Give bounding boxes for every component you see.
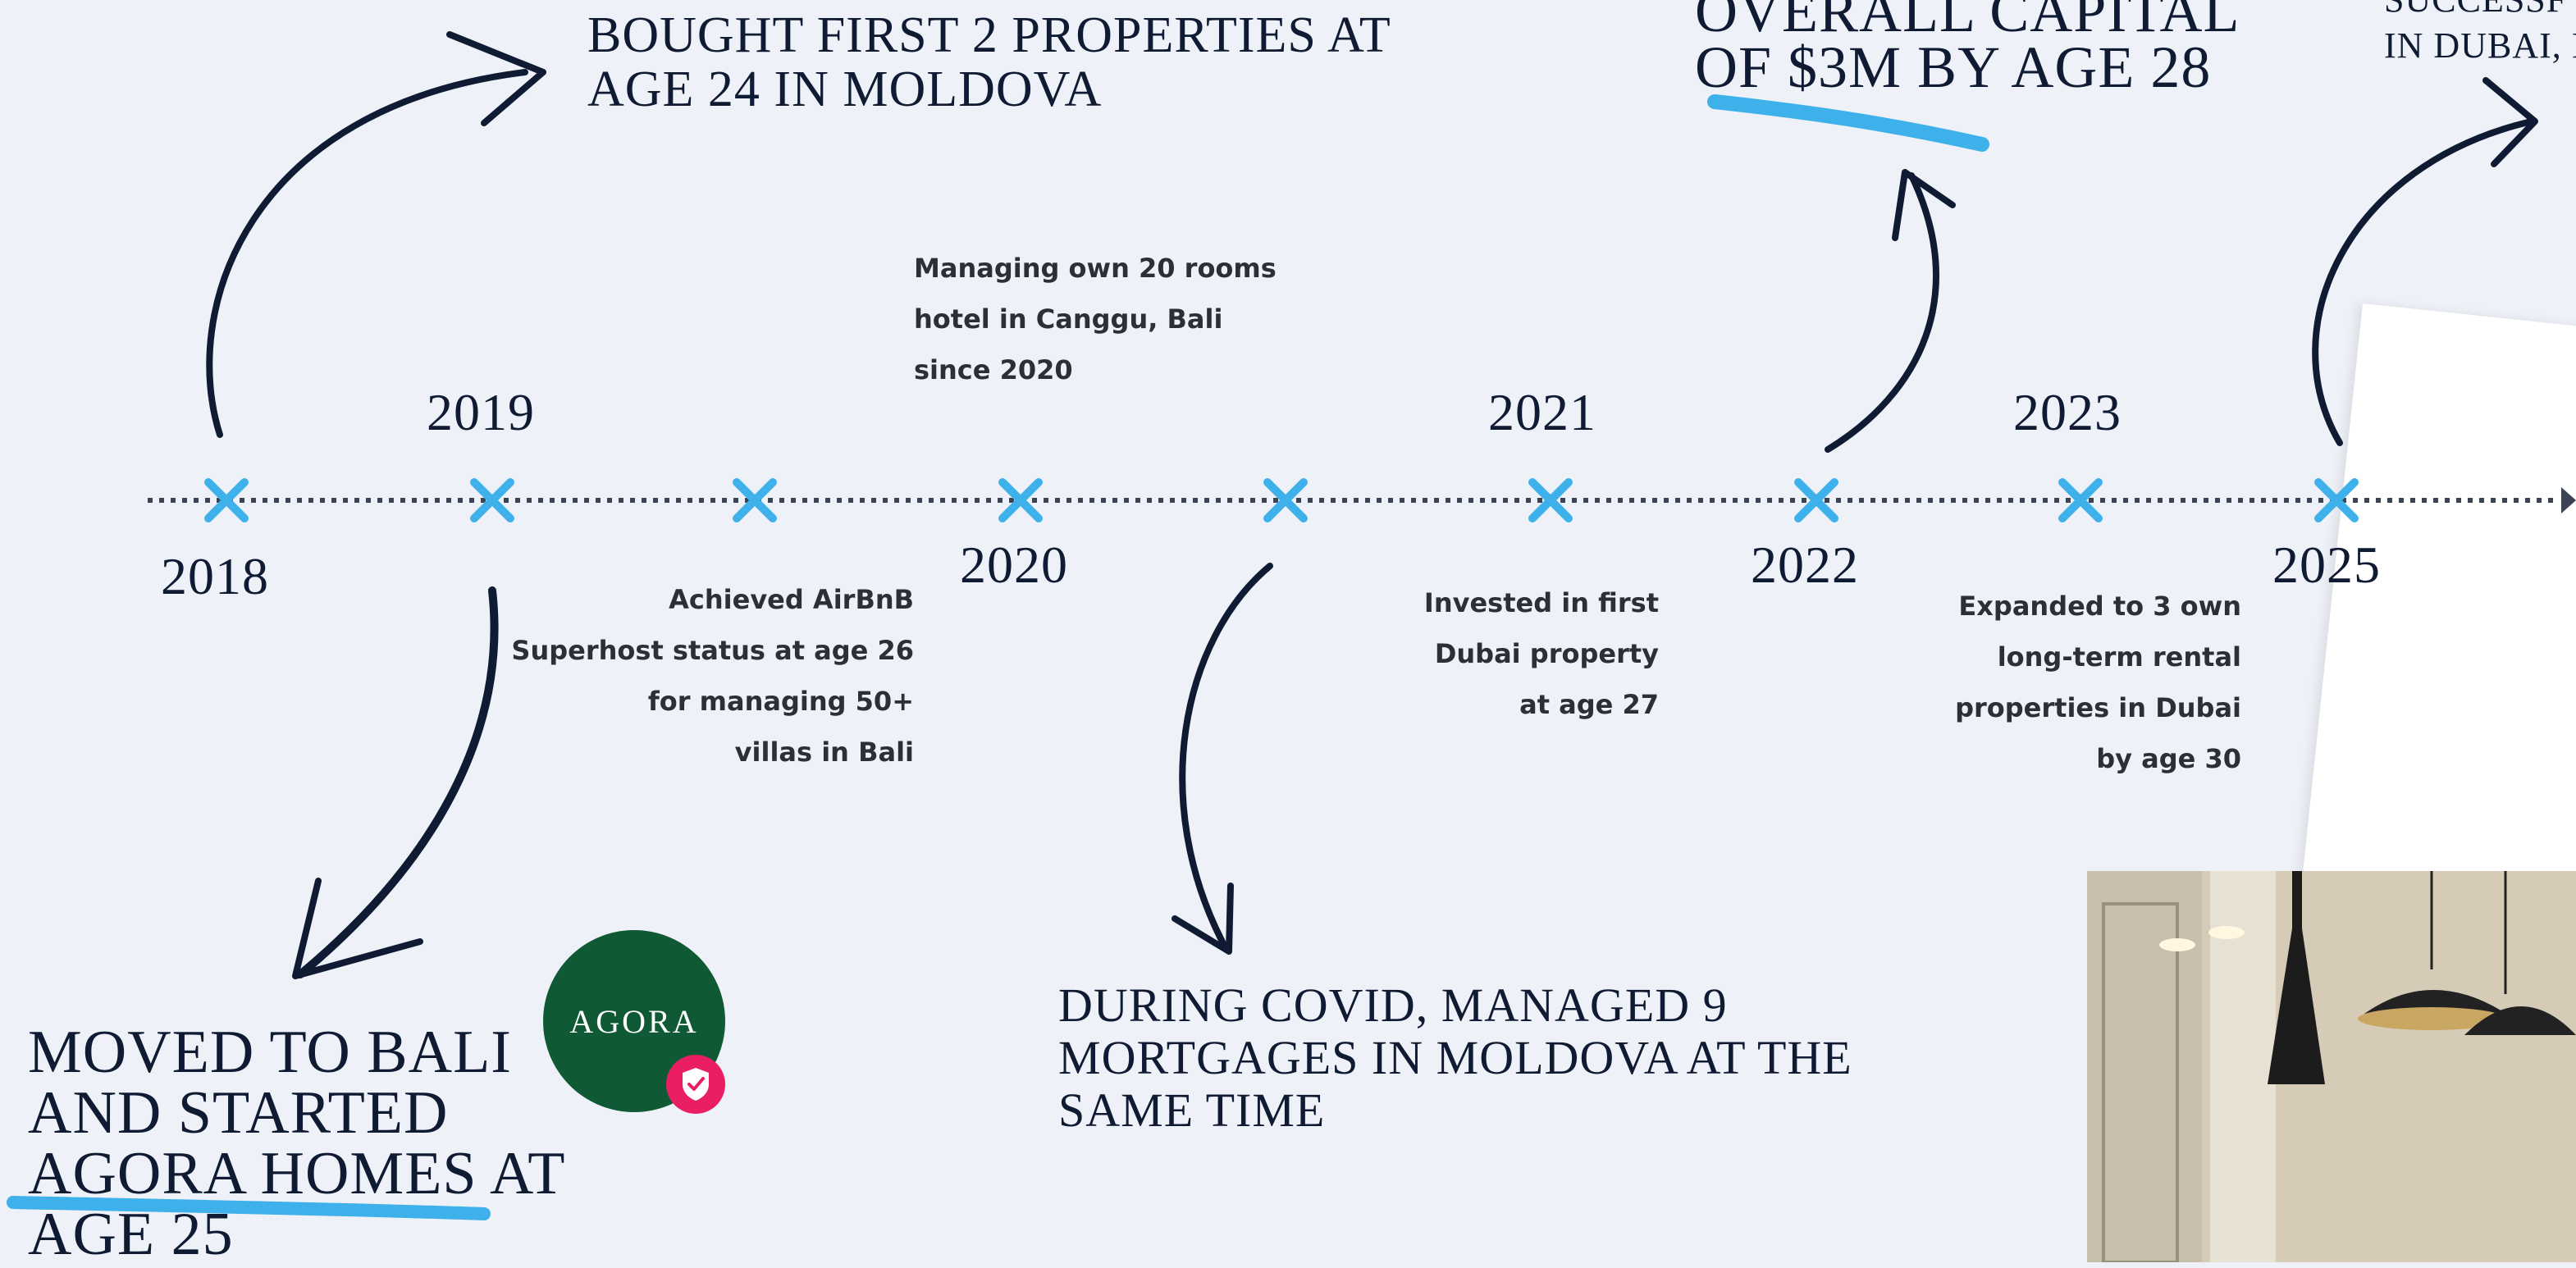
marker-a bbox=[733, 478, 777, 522]
year-2022: 2022 bbox=[1751, 536, 1859, 594]
marker-2019 bbox=[470, 478, 514, 522]
arrowhead-covid bbox=[1172, 883, 1234, 955]
marker-2023 bbox=[2058, 478, 2103, 522]
arrow-2019-to-bali bbox=[296, 586, 499, 978]
headline-bali: MOVED TO BALI AND STARTED AGORA HOMES AT… bbox=[28, 1019, 566, 1268]
timeline-arrowhead bbox=[2561, 487, 2576, 513]
year-2019: 2019 bbox=[427, 383, 535, 441]
marker-2018 bbox=[204, 478, 249, 522]
arrowhead-bali bbox=[292, 878, 423, 979]
headline-covid: DURING COVID, MANAGED 9 MORTGAGES IN MOL… bbox=[1058, 978, 1852, 1137]
note-superhost: Achieved AirBnB Superhost status at age … bbox=[511, 584, 914, 768]
year-2021: 2021 bbox=[1488, 383, 1596, 441]
highlight-agora bbox=[7, 1196, 491, 1220]
marker-2021 bbox=[1528, 478, 1573, 522]
year-2018: 2018 bbox=[161, 547, 269, 605]
timeline-markers bbox=[204, 478, 2359, 522]
year-2025: 2025 bbox=[2272, 536, 2381, 594]
marker-2020 bbox=[998, 478, 1043, 522]
arrow-2018-to-moldova bbox=[206, 69, 528, 438]
marker-b bbox=[1263, 478, 1308, 522]
note-expanded: Expanded to 3 own long-term rental prope… bbox=[1955, 591, 2241, 774]
note-dubai-first: Invested in first Dubai property at age … bbox=[1423, 587, 1659, 720]
arrow-2025-to-dubai bbox=[2312, 118, 2535, 446]
note-hotel: Managing own 20 rooms hotel in Canggu, B… bbox=[914, 253, 1277, 385]
marker-2022 bbox=[1794, 478, 1838, 522]
arrowhead-capital bbox=[1892, 169, 1956, 241]
arrowhead-dubai bbox=[2482, 77, 2538, 167]
interior-photo bbox=[2087, 871, 2576, 1262]
headline-capital: OVERALL CAPITAL OF $3M BY AGE 28 bbox=[1695, 0, 2240, 100]
headline-dubai-partial: SUCCESSF IN DUBAI, I bbox=[2384, 0, 2576, 66]
highlight-capital bbox=[1707, 94, 1989, 152]
year-2020: 2020 bbox=[960, 536, 1068, 594]
year-2023: 2023 bbox=[2013, 383, 2122, 441]
arrow-to-covid bbox=[1179, 563, 1273, 951]
arrowhead-moldova bbox=[446, 31, 546, 126]
arrow-2022-to-capital bbox=[1825, 172, 1939, 453]
headline-moldova: BOUGHT FIRST 2 PROPERTIES AT AGE 24 IN M… bbox=[587, 7, 1391, 117]
marker-2025 bbox=[2314, 478, 2359, 522]
shield-check-icon bbox=[666, 1055, 725, 1114]
